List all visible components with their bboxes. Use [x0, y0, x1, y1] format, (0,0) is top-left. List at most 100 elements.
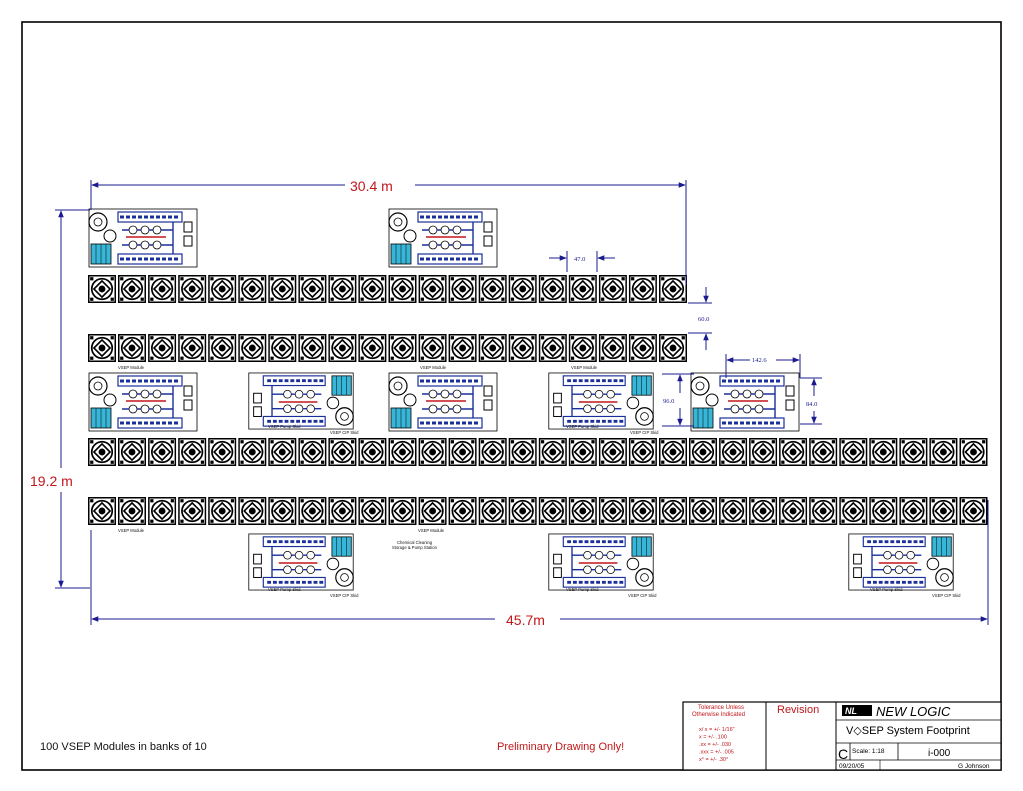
- vsep-module: [478, 275, 507, 303]
- vsep-module: [508, 438, 537, 466]
- vsep-module: [659, 334, 687, 362]
- dim-row-gap: 60.0: [698, 316, 709, 323]
- vsep-module: [628, 438, 657, 466]
- vsep-module: [779, 438, 808, 466]
- vsep-module: [719, 497, 748, 525]
- vsep-module: [88, 438, 116, 466]
- vsep-module: [538, 438, 567, 466]
- vsep-pump-skid: [549, 373, 653, 429]
- cip-skid-label: VSEP CIP Skid: [630, 430, 659, 435]
- vsep-module: [118, 438, 146, 466]
- vsep-module: [208, 334, 237, 362]
- pump-skid-label: VSEP Pump Skid: [566, 424, 599, 429]
- skid-group: [88, 208, 953, 590]
- dimension-lines: [55, 180, 989, 625]
- vsep-module: [508, 334, 537, 362]
- vsep-module: [478, 438, 507, 466]
- pump-skid-label: VSEP Pump Skid: [566, 587, 599, 592]
- vsep-module: [749, 438, 778, 466]
- vsep-module: [659, 438, 687, 466]
- vsep-module: [148, 497, 177, 525]
- vsep-module-label: VSEP Module: [571, 365, 598, 370]
- vsep-module: [628, 497, 657, 525]
- pump-skid-label: VSEP Pump Skid: [268, 587, 301, 592]
- vsep-module: [478, 334, 507, 362]
- vsep-pump-skid: [88, 208, 198, 268]
- revision-label: Revision: [777, 704, 819, 716]
- tolerance-line: .xxx = +/- .005: [699, 750, 734, 756]
- tolerance-line: .xx = +/- .030: [699, 742, 731, 748]
- vsep-module: [298, 334, 327, 362]
- vsep-module: [208, 497, 237, 525]
- vsep-module: [959, 497, 988, 525]
- vsep-module: [238, 438, 267, 466]
- company-logo-mark: NL: [845, 706, 857, 716]
- sheet-size: C: [838, 746, 848, 762]
- vsep-module: [839, 438, 868, 466]
- vsep-module: [148, 438, 177, 466]
- vsep-module: [298, 275, 327, 303]
- chemical-station-label: Chemical Cleaning: [397, 540, 433, 545]
- cip-skid-label: VSEP CIP Skid: [932, 593, 961, 598]
- pump-skid-label: VSEP Pump Skid: [268, 424, 301, 429]
- vsep-module: [689, 438, 717, 466]
- preliminary-note: Preliminary Drawing Only!: [497, 741, 624, 753]
- vsep-pump-skid: [388, 208, 498, 268]
- vsep-module: [719, 438, 748, 466]
- tolerance-line: x = +/- .100: [699, 735, 727, 741]
- vsep-module: [478, 497, 507, 525]
- vsep-module: [448, 334, 477, 362]
- vsep-module: [238, 334, 267, 362]
- vsep-module: [598, 275, 627, 303]
- vsep-module: [268, 497, 297, 525]
- vsep-module: [899, 438, 928, 466]
- dim-height: 19.2 m: [30, 473, 73, 489]
- vsep-module: [749, 497, 778, 525]
- dim-module-spacing: 47.0: [574, 256, 585, 263]
- cip-skid-label: VSEP CIP Skid: [628, 593, 657, 598]
- vsep-module: [418, 438, 447, 466]
- drawing-title: V◇SEP System Footprint: [846, 725, 970, 737]
- vsep-module: [809, 497, 838, 525]
- vsep-module: [598, 334, 627, 362]
- vsep-module: [418, 497, 447, 525]
- vsep-module: [328, 497, 357, 525]
- vsep-module: [899, 497, 928, 525]
- vsep-module: [448, 275, 477, 303]
- vsep-module: [118, 275, 146, 303]
- vsep-module: [448, 497, 477, 525]
- company-logo: [842, 705, 872, 716]
- vsep-module: [598, 438, 627, 466]
- vsep-module: [388, 497, 417, 525]
- vsep-module: [929, 497, 958, 525]
- vsep-module: [358, 334, 387, 362]
- vsep-module: [178, 275, 207, 303]
- tolerance-heading: Otherwise Indicated: [692, 712, 745, 718]
- vsep-module: [268, 438, 297, 466]
- vsep-module: [118, 334, 146, 362]
- chemical-station-label: Storage & Pump Station: [392, 545, 438, 550]
- vsep-module: [88, 497, 116, 525]
- vsep-module: [809, 438, 838, 466]
- vsep-module: [448, 438, 477, 466]
- vsep-module: [208, 275, 237, 303]
- vsep-module: [298, 438, 327, 466]
- tolerance-line: x/ x = +/- 1/16": [699, 727, 735, 733]
- vsep-module-label: VSEP Module: [418, 528, 445, 533]
- tolerance-heading: Tolerance Unless: [698, 705, 744, 711]
- vsep-module: [628, 275, 657, 303]
- vsep-module: [508, 497, 537, 525]
- vsep-module: [118, 497, 146, 525]
- vsep-module: [568, 334, 597, 362]
- vsep-module: [628, 334, 657, 362]
- vsep-module: [839, 497, 868, 525]
- vsep-module: [208, 438, 237, 466]
- vsep-module: [959, 438, 988, 466]
- module-count-note: 100 VSEP Modules in banks of 10: [40, 741, 207, 753]
- vsep-module: [538, 497, 567, 525]
- cip-skid-label: VSEP CIP Skid: [330, 430, 359, 435]
- vsep-module: [238, 275, 267, 303]
- vsep-module: [508, 275, 537, 303]
- dim-top-width: 30.4 m: [350, 178, 393, 194]
